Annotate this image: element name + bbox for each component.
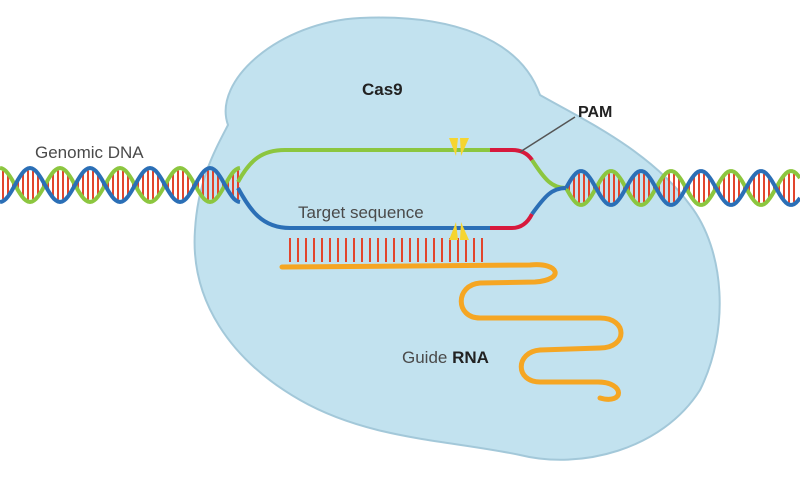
genomic-dna-strand-blue-right	[564, 169, 800, 207]
genomic-dna-strand-green-left	[0, 165, 241, 205]
pam-segment-bottom	[490, 213, 534, 230]
cas9-label: Cas9	[362, 80, 403, 99]
pam-segment-top	[490, 148, 534, 162]
guide-rna-label-prefix: Guide	[402, 348, 452, 367]
genomic-dna-left-helix	[0, 165, 241, 205]
pam-leader-line	[519, 116, 576, 153]
scissors-cut-marker-top-icon	[449, 138, 469, 156]
genomic-dna-strand-green-right	[564, 169, 800, 207]
non-target-strand	[236, 148, 490, 183]
scissors-cut-marker-bottom-icon	[449, 222, 469, 240]
genomic-dna-right-helix	[564, 169, 800, 207]
guide-rna-label-bold: RNA	[452, 348, 489, 367]
guide-rna-base-pairs	[289, 238, 483, 262]
guide-rna-strand	[279, 262, 624, 402]
pam-label: PAM	[578, 104, 612, 121]
target-strand	[236, 187, 490, 230]
genomic-dna-label: Genomic DNA	[35, 143, 144, 162]
target-strand-exit	[530, 186, 567, 216]
genomic-dna-strand-blue-left	[0, 165, 241, 205]
target-sequence-label: Target sequence	[298, 203, 424, 222]
guide-rna-label: Guide RNA	[402, 348, 489, 367]
